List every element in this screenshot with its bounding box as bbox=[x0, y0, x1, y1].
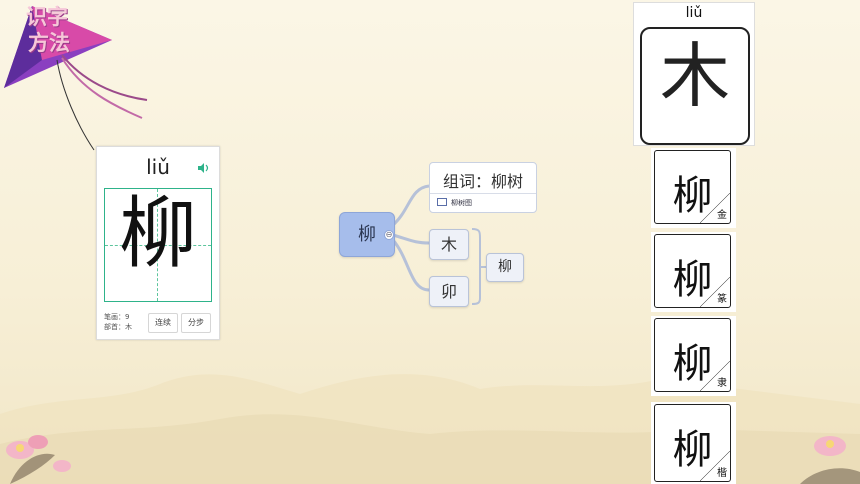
stage-panel-jin: 柳 金 bbox=[651, 148, 736, 228]
oracle-bone-panel: liǔ 木 bbox=[633, 2, 755, 146]
stage-label-zhuan: 篆 bbox=[717, 294, 727, 305]
mindmap-result[interactable]: 柳 bbox=[486, 253, 524, 282]
stage-label-jin: 金 bbox=[717, 210, 727, 221]
step-button[interactable]: 分步 bbox=[181, 313, 211, 333]
character-card: liǔ 柳 笔画：9 部首：木 连续 分步 bbox=[96, 146, 220, 340]
stage-panel-kai: 柳 楷 bbox=[651, 402, 736, 484]
continuous-button[interactable]: 连续 bbox=[148, 313, 178, 333]
mindmap-part-mao[interactable]: 卯 bbox=[429, 276, 469, 307]
words-divider bbox=[430, 193, 536, 194]
kite-title-line1: 识字 bbox=[26, 4, 68, 29]
stage-diagonal bbox=[700, 277, 730, 307]
mindmap-part-mu[interactable]: 木 bbox=[429, 229, 469, 260]
words-link[interactable]: 柳树图 bbox=[437, 198, 472, 208]
mountain-background bbox=[0, 374, 860, 484]
card-pinyin: liǔ bbox=[146, 155, 170, 179]
stage-seal-jin: 柳 金 bbox=[654, 150, 731, 224]
oracle-glyph: 木 bbox=[660, 35, 730, 117]
stage-glyph-jin: 柳 bbox=[672, 173, 713, 219]
grid-guide-vertical bbox=[157, 189, 158, 301]
stage-seal-li: 柳 隶 bbox=[654, 318, 731, 392]
stage-diagonal bbox=[700, 451, 730, 481]
lotus-decoration-right bbox=[800, 436, 860, 484]
speaker-icon[interactable] bbox=[197, 162, 209, 174]
grid-guide-horizontal bbox=[105, 245, 211, 246]
evolution-pinyin: liǔ bbox=[685, 5, 703, 21]
stage-glyph-kai: 柳 bbox=[672, 427, 713, 473]
stage-label-kai: 楷 bbox=[717, 468, 727, 479]
image-icon bbox=[437, 198, 447, 206]
stage-seal-zhuan: 柳 篆 bbox=[654, 234, 731, 308]
kite-title-line2: 方法 bbox=[28, 30, 70, 55]
stage-panel-zhuan: 柳 篆 bbox=[651, 232, 736, 312]
words-label: 组词：柳树 bbox=[442, 172, 523, 191]
kite-icon bbox=[4, 6, 148, 151]
stroke-count: 笔画：9 bbox=[104, 313, 130, 321]
words-link-label: 柳树图 bbox=[451, 199, 472, 207]
lotus-decoration-left bbox=[6, 435, 71, 484]
stage-diagonal bbox=[700, 361, 730, 391]
stage-seal-kai: 柳 楷 bbox=[654, 404, 731, 482]
character-grid: 柳 bbox=[104, 188, 212, 302]
kite-title[interactable]: 识字 方法 bbox=[2, 0, 152, 160]
stage-glyph-zhuan: 柳 bbox=[672, 257, 713, 303]
card-character: 柳 bbox=[118, 189, 197, 279]
stage-label-li: 隶 bbox=[717, 378, 727, 389]
mindmap-words-node[interactable]: 组词：柳树 柳树图 bbox=[429, 162, 537, 213]
radical: 部首：木 bbox=[104, 323, 132, 331]
stage-panel-li: 柳 隶 bbox=[651, 316, 736, 396]
stage-glyph-li: 柳 bbox=[672, 341, 713, 387]
character-meta: 笔画：9 部首：木 bbox=[104, 312, 132, 332]
collapse-icon[interactable]: ⊖ bbox=[384, 230, 394, 240]
stage-diagonal bbox=[700, 193, 730, 223]
oracle-frame: 木 bbox=[640, 27, 750, 145]
